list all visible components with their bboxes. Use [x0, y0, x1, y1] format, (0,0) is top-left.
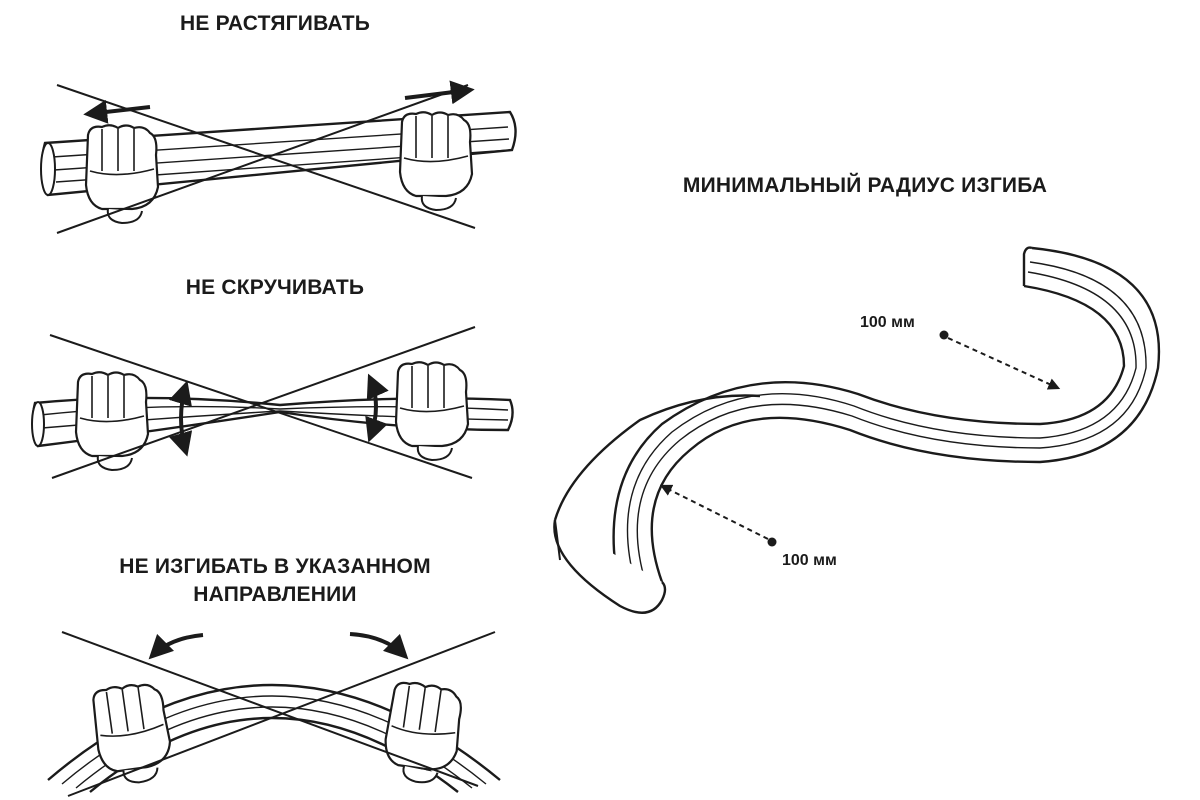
- bend-arrow-left-icon: [148, 633, 204, 660]
- twist-arrow-right-icon: [365, 373, 389, 443]
- twist-arrow-left-icon: [168, 380, 193, 457]
- no-bend-caption-line1: НЕ ИЗГИБАТЬ В УКАЗАННОМ: [119, 555, 431, 578]
- radius-label-top: 100 мм: [860, 314, 915, 331]
- radius-label-bottom: 100 мм: [782, 552, 837, 569]
- left-arrow-icon: [83, 99, 151, 124]
- bend-prohibited-icon: [47, 631, 501, 797]
- radius-arrow-icon: [659, 484, 769, 540]
- s-curve-strip-icon: [553, 246, 1161, 614]
- left-hand-icon: [74, 371, 150, 472]
- left-hand-icon: [84, 124, 160, 225]
- radius-center-dot: [767, 537, 777, 547]
- no-bend-caption-line2: НАПРАВЛЕНИИ: [193, 583, 357, 606]
- no-bend-caption: НЕ ИЗГИБАТЬ В УКАЗАННОМ НАПРАВЛЕНИИ: [60, 553, 490, 609]
- cross-line-1: [61, 631, 479, 787]
- twist-prohibited-icon: [31, 326, 514, 479]
- stretch-prohibited-icon: [40, 80, 517, 234]
- cross-line-2: [67, 631, 496, 797]
- bend-arrow-right-icon: [349, 632, 409, 660]
- radius-indicator-top: [939, 330, 1061, 390]
- radius-indicator-bottom: [659, 484, 777, 547]
- cross-line-1: [49, 334, 473, 479]
- right-hand-icon: [379, 678, 467, 788]
- right-hand-icon: [394, 361, 470, 462]
- cross-line-2: [51, 326, 476, 479]
- no-twist-caption: НЕ СКРУЧИВАТЬ: [185, 276, 365, 299]
- cross-line-2: [56, 84, 469, 234]
- right-arrow-icon: [404, 80, 475, 105]
- min-radius-caption: МИНИМАЛЬНЫЙ РАДИУС ИЗГИБА: [682, 174, 1048, 197]
- radius-center-dot: [939, 330, 949, 340]
- no-stretch-caption: НЕ РАСТЯГИВАТЬ: [179, 12, 371, 35]
- cross-line-1: [56, 84, 476, 229]
- right-hand-icon: [398, 111, 474, 212]
- radius-arrow-icon: [947, 337, 1061, 390]
